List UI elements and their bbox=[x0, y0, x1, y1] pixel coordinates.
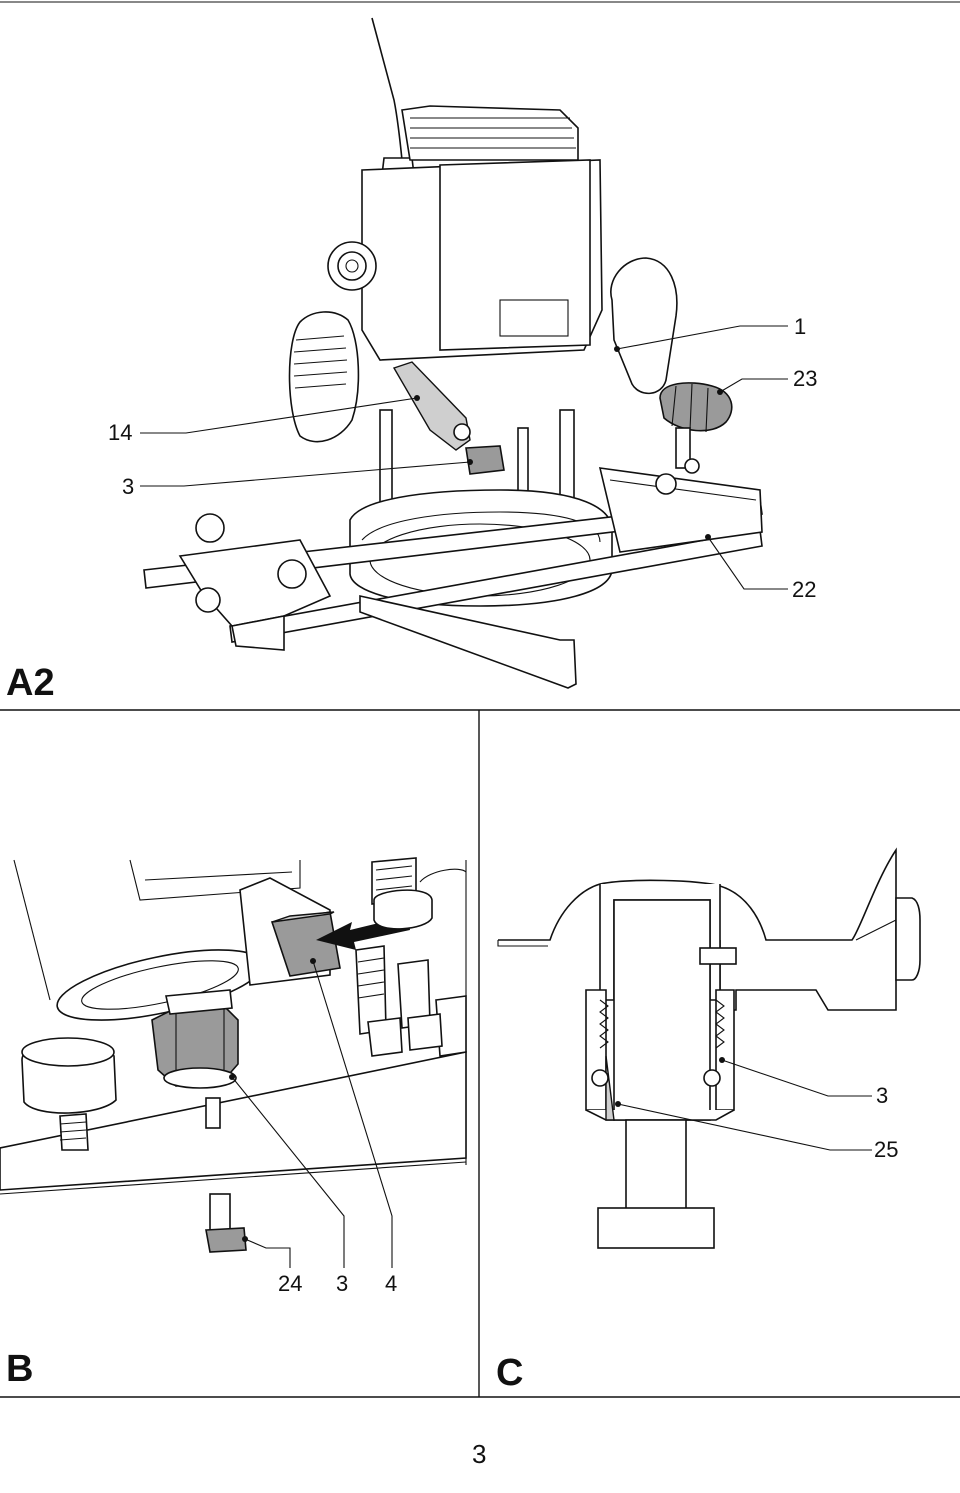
callout-1: 1 bbox=[794, 314, 807, 339]
callout-3: 3 bbox=[122, 474, 135, 499]
panel-label-a2: A2 bbox=[6, 662, 55, 704]
callout-25: 25 bbox=[874, 1137, 899, 1162]
callout-14: 14 bbox=[108, 420, 133, 445]
panel-label-b: B bbox=[6, 1348, 34, 1390]
router-illustration bbox=[140, 17, 788, 689]
collet-section-illustration bbox=[497, 847, 921, 1249]
callout-3: 3 bbox=[336, 1271, 349, 1296]
callout-22: 22 bbox=[792, 577, 817, 602]
panel-label-c: C bbox=[496, 1352, 524, 1394]
callout-24: 24 bbox=[278, 1271, 303, 1296]
callout-4: 4 bbox=[385, 1271, 398, 1296]
spindle-lock-illustration bbox=[0, 857, 467, 1268]
page-number: 3 bbox=[472, 1439, 487, 1469]
callout-23: 23 bbox=[793, 366, 818, 391]
callout-3: 3 bbox=[876, 1083, 889, 1108]
